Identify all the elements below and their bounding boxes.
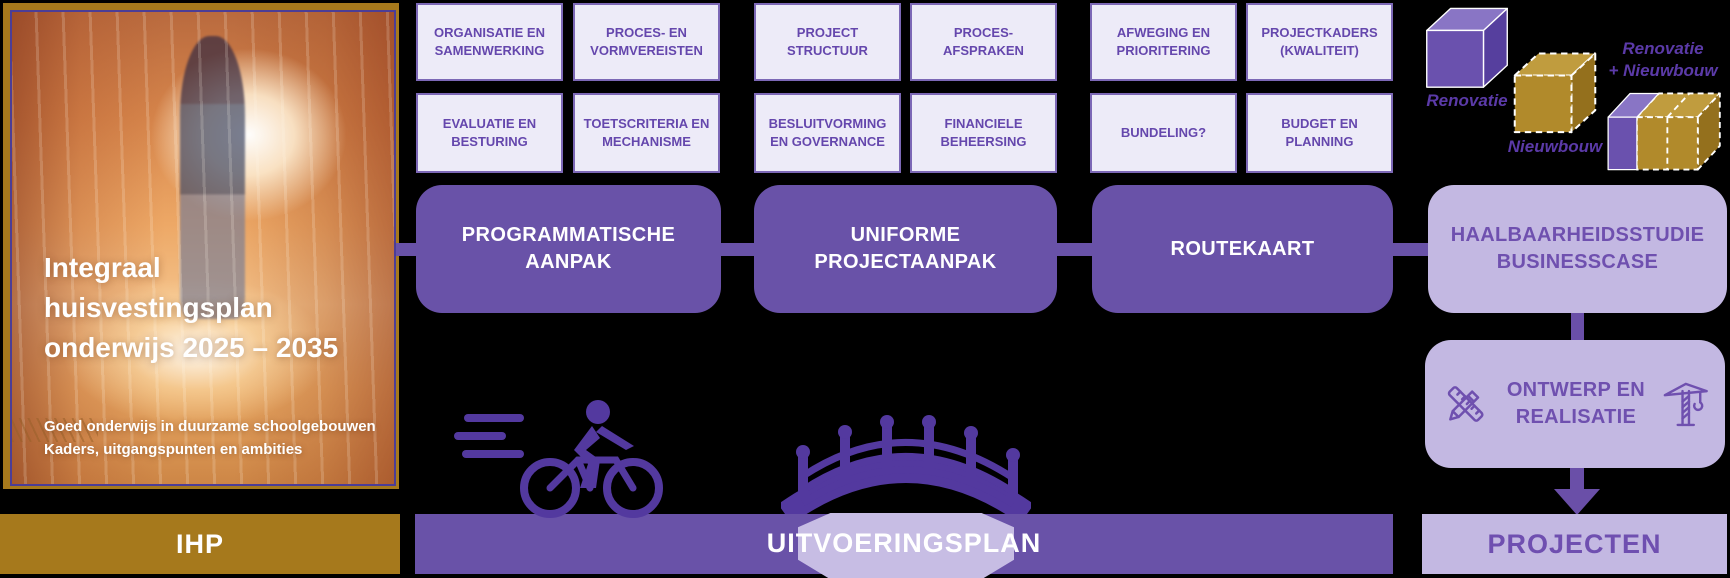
tag-organisatie-en-samenwerking: ORGANISATIE EN SAMENWERKING: [416, 3, 563, 81]
purple-cube-icon: [1426, 7, 1508, 88]
cover-title: Integraal huisvestingsplan onderwijs 202…: [44, 248, 338, 367]
combined-label-line: + Nieuwbouw: [1608, 61, 1718, 81]
nieuwbouw-label-text: Nieuwbouw: [1507, 137, 1603, 156]
gold-dashed-cube-icon: [1513, 52, 1597, 134]
tag-besluitvorming-en-governance: BESLUITVORMING EN GOVERNANCE: [754, 93, 901, 173]
ihp-report-cover: Integraal huisvestingsplan onderwijs 202…: [3, 3, 399, 489]
cover-hatch-decoration: [12, 418, 98, 442]
connector-1-2: [721, 243, 754, 256]
tag-proces-en-vormvereisten: PROCES- EN VORMVEREISTEN: [573, 3, 720, 81]
box-haalbaarheidsstudie-businesscase: HAALBAARHEIDSSTUDIE BUSINESSCASE: [1428, 185, 1727, 313]
renovatie-label: Renovatie: [1418, 90, 1516, 112]
tag-evaluatie-en-besturing: EVALUATIE EN BESTURING: [416, 93, 563, 173]
cover-title-line: Integraal: [44, 252, 161, 283]
cover-title-line: huisvestingsplan: [44, 291, 273, 323]
tag-financiele-beheersing: FINANCIELE BEHEERSING: [910, 93, 1057, 173]
construction-crane-icon: [1663, 382, 1708, 427]
renovatie-plus-nieuwbouw-label: Renovatie + Nieuwbouw: [1596, 38, 1730, 82]
cover-subtitle-line: Goed onderwijs in duurzame schoolgebouwe…: [44, 418, 376, 435]
cover-photo-frame: Integraal huisvestingsplan onderwijs 202…: [10, 10, 396, 486]
cover-title-line: onderwijs 2025 – 2035: [44, 331, 339, 363]
arrow-ontwerp-projecten-shaft: [1570, 468, 1584, 490]
connector-haalbaarheid-ontwerp: [1571, 313, 1584, 340]
cover-photo: [12, 12, 394, 484]
tag-budget-en-planning: BUDGET EN PLANNING: [1246, 93, 1393, 173]
arrow-ontwerp-projecten-head: [1554, 489, 1600, 515]
cover-subtitle-line: Kaders, uitgangspunten en ambities: [44, 440, 303, 458]
bridge-underpass-shape: [798, 513, 1014, 578]
pencil-ruler-icon: [1447, 386, 1484, 422]
tag-proces-afspraken: PROCES-AFSPRAKEN: [910, 3, 1057, 81]
ihp-bar: IHP: [0, 514, 400, 574]
combined-label-line: Renovatie: [1622, 39, 1704, 58]
connector-cover-to-programmatische: [396, 243, 418, 256]
ihp-bar-label: IHP: [175, 528, 224, 559]
purple-gold-cube-icon: [1607, 92, 1721, 171]
tag-afweging-en-prioritering: AFWEGING EN PRIORITERING: [1090, 3, 1237, 81]
connector-3-4: [1393, 243, 1428, 256]
cover-subtitle: Goed onderwijs in duurzame schoolgebouwe…: [44, 416, 376, 461]
speeding-cyclist-icon: [454, 400, 663, 518]
nieuwbouw-label: Nieuwbouw: [1506, 136, 1604, 158]
tag-projectkaders-kwaliteit: PROJECTKADERS (KWALITEIT): [1246, 3, 1393, 81]
connector-2-3: [1057, 243, 1092, 256]
ontwerp-label: ONTWERP EN REALISATIE: [1506, 379, 1646, 428]
projecten-label: PROJECTEN: [1487, 528, 1662, 559]
box-routekaart: ROUTEKAART: [1092, 185, 1393, 313]
tag-bundeling: BUNDELING?: [1090, 93, 1237, 173]
tag-toetscriteria-en-mechanisme: TOETSCRITERIA EN MECHANISME: [573, 93, 720, 173]
box-programmatische-aanpak: PROGRAMMATISCHE AANPAK: [416, 185, 721, 313]
arch-bridge-icon: [781, 415, 1031, 514]
box-ontwerp-en-realisatie: ONTWERP EN REALISATIE: [1425, 340, 1725, 468]
box-uniforme-projectaanpak: UNIFORME PROJECTAANPAK: [754, 185, 1057, 313]
renovatie-label-text: Renovatie: [1426, 91, 1508, 110]
projecten-bar: PROJECTEN: [1422, 514, 1727, 574]
tag-project-structuur: PROJECT STRUCTUUR: [754, 3, 901, 81]
